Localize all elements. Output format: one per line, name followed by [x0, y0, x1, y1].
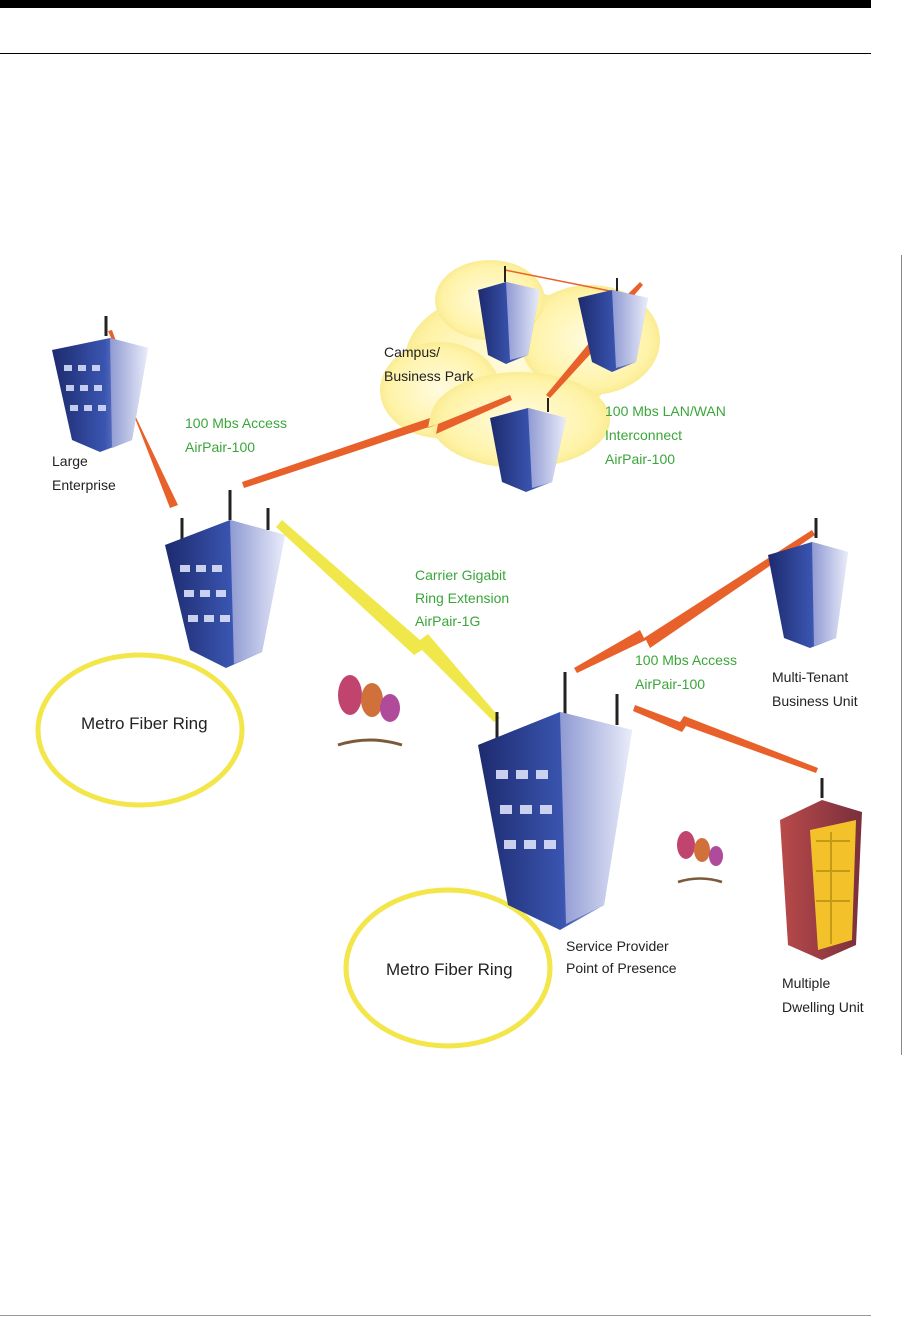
building-center: [165, 490, 285, 668]
label-large-enterprise: Large Enterprise: [52, 453, 116, 493]
label-multi-tenant: Multi-Tenant Business Unit: [772, 669, 858, 709]
link-dwelling: [633, 705, 818, 773]
building-service-provider: [478, 672, 632, 930]
label-multiple-dwelling: Multiple Dwelling Unit: [782, 975, 864, 1015]
label-lan-wan: 100 Mbs LAN/WAN Interconnect AirPair-100: [605, 403, 730, 467]
trees-left: [338, 675, 402, 745]
trees-right: [677, 831, 723, 882]
building-large-enterprise: [52, 316, 148, 452]
label-service-provider: Service Provider Point of Presence: [566, 938, 677, 976]
label-gigabit: Carrier Gigabit Ring Extension AirPair-1…: [415, 567, 513, 629]
label-access-right: 100 Mbs Access AirPair-100: [635, 652, 741, 692]
label-access-left: 100 Mbs Access AirPair-100: [185, 415, 291, 455]
label-ring-left: Metro Fiber Ring: [81, 714, 208, 733]
building-dwelling: [780, 778, 862, 960]
label-ring-right: Metro Fiber Ring: [386, 960, 513, 979]
